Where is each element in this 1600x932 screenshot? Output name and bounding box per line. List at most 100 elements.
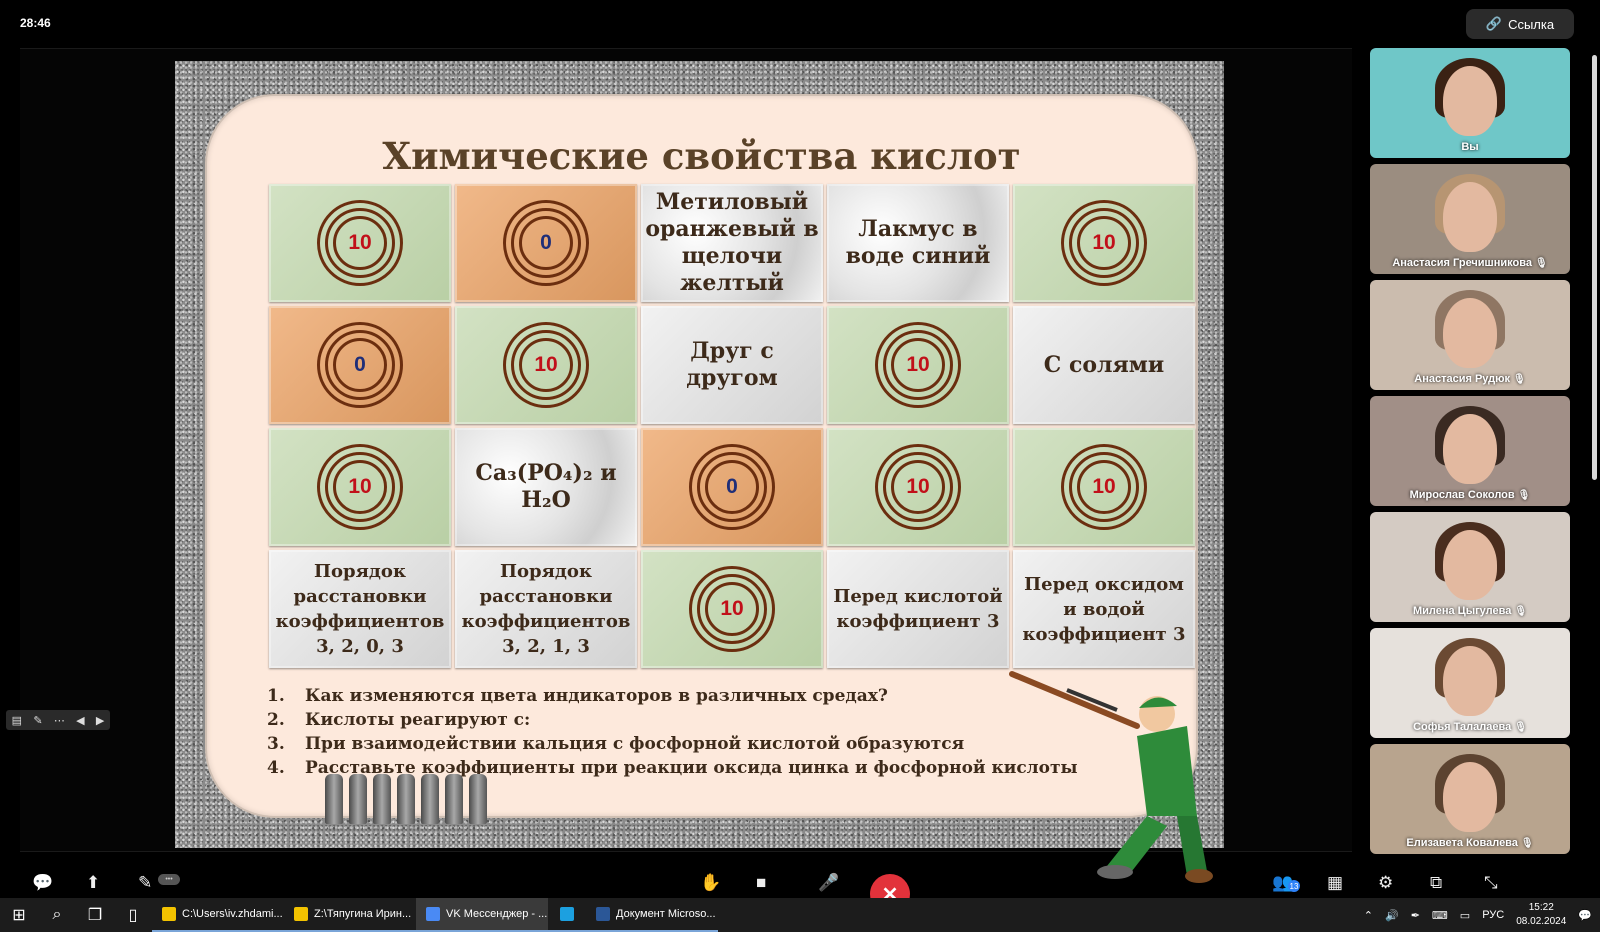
game-cell[interactable]: 0 — [269, 306, 451, 424]
bullet-row — [325, 774, 487, 824]
participant-tile[interactable]: Милена Цыгулева🎙 — [1370, 512, 1570, 622]
game-cell[interactable]: Порядок расстановки коэффициентов 3, 2, … — [269, 550, 451, 668]
cell-score: 10 — [534, 353, 558, 376]
question-item: 4.Расставьте коэффициенты при реакции ок… — [267, 758, 1087, 782]
tray-up-icon[interactable]: ⌃ — [1363, 909, 1373, 922]
question-number: 3. — [267, 734, 285, 754]
call-timer: 28:46 — [20, 16, 51, 30]
game-cell[interactable]: Метиловый оранжевый в щелочи желтый — [641, 184, 823, 302]
question-number: 2. — [267, 710, 285, 730]
game-cell[interactable]: 10 — [641, 550, 823, 668]
minimize-icon[interactable]: ⤡ — [1484, 873, 1498, 892]
game-cell[interactable]: 0 — [455, 184, 637, 302]
prev-slide-icon[interactable]: ◀ — [76, 714, 85, 727]
target-icon: 0 — [689, 444, 775, 530]
draw-icon[interactable]: ✎ — [138, 873, 153, 892]
target-ring-inner: 0 — [519, 216, 573, 270]
game-cell[interactable]: 10 — [1013, 184, 1195, 302]
rifle-scope — [1066, 688, 1118, 712]
task-view-icon: ❐ — [87, 907, 103, 924]
target-ring: 10 — [1069, 452, 1139, 522]
game-cell[interactable]: Ca₃(PO₄)₂ и H₂O — [455, 428, 637, 546]
participant-name-row: Елизавета Ковалева🎙 — [1370, 837, 1570, 849]
participant-tile[interactable]: Анастасия Гречишникова🎙 — [1370, 164, 1570, 274]
participant-tile[interactable]: Вы — [1370, 48, 1570, 158]
pen-hint-badge: ••• — [158, 874, 180, 885]
participant-tile[interactable]: Елизавета Ковалева🎙 — [1370, 744, 1570, 854]
target-icon: 0 — [503, 200, 589, 286]
more-icon[interactable]: ⋯ — [53, 714, 65, 727]
display-icon[interactable]: ▭ — [1459, 909, 1471, 922]
pen-tool-icon[interactable]: ✎ — [33, 714, 43, 727]
taskbar-app[interactable]: Z:\Тяпугина Ирин... — [284, 898, 416, 932]
cast-icon[interactable]: ⧉ — [1430, 873, 1443, 892]
participant-face — [1443, 66, 1497, 136]
game-cell[interactable]: С солями — [1013, 306, 1195, 424]
search-icon: ⌕ — [52, 906, 62, 923]
game-cell[interactable]: Порядок расстановки коэффициентов 3, 2, … — [455, 550, 637, 668]
game-cell[interactable]: 10 — [269, 184, 451, 302]
taskbar-app-label: Z:\Тяпугина Ирин... — [314, 908, 412, 920]
target-ring: 10 — [511, 330, 581, 400]
game-cell[interactable]: Перед оксидом и водой коэффициент 3 — [1013, 550, 1195, 668]
microphone-icon[interactable]: 🎤 — [818, 873, 840, 892]
keyboard-icon[interactable]: ⌨ — [1431, 909, 1448, 922]
target-icon: 10 — [875, 444, 961, 530]
file-button[interactable]: ▯ — [114, 898, 152, 932]
volume-icon[interactable]: 🔊 — [1384, 909, 1399, 922]
participant-tile[interactable]: Мирослав Соколов🎙 — [1370, 396, 1570, 506]
target-ring-inner: 10 — [1077, 216, 1131, 270]
game-cell[interactable]: Лакмус в воде синий — [827, 184, 1009, 302]
game-cell[interactable]: Друг с другом — [641, 306, 823, 424]
settings-icon[interactable]: ⚙ — [1378, 873, 1394, 892]
game-cell[interactable]: 10 — [269, 428, 451, 546]
taskbar-app[interactable] — [548, 898, 586, 932]
taskbar-app[interactable]: C:\Users\iv.zhdami... — [152, 898, 284, 932]
taskbar-app-label: C:\Users\iv.zhdami... — [182, 908, 283, 920]
target-ring-inner: 0 — [705, 460, 759, 514]
raise-hand-icon[interactable]: ✋ — [700, 873, 722, 892]
mic-muted-icon: 🎙 — [1514, 722, 1527, 733]
participants-icon[interactable]: 👥 — [1272, 873, 1294, 892]
bullet-icon — [469, 774, 487, 824]
taskbar-app[interactable]: Документ Microso... — [586, 898, 718, 932]
game-cell[interactable]: 10 — [827, 306, 1009, 424]
sidebar-scrollbar[interactable] — [1592, 55, 1597, 480]
link-icon: 🔗 — [1485, 16, 1503, 31]
game-cell[interactable]: 10 — [1013, 428, 1195, 546]
start-button[interactable]: ⊞ — [0, 898, 38, 932]
participant-face — [1443, 298, 1497, 368]
slide-menu-icon[interactable]: ▤ — [11, 714, 23, 727]
next-slide-icon[interactable]: ▶ — [95, 714, 105, 727]
taskbar-clock[interactable]: 15:22 08.02.2024 — [1516, 901, 1566, 929]
copy-link-label: Ссылка — [1508, 16, 1555, 32]
question-item: 2.Кислоты реагируют с: — [267, 710, 1087, 734]
participant-name-row: Вы — [1370, 141, 1570, 153]
game-cell[interactable]: 10 — [827, 428, 1009, 546]
chat-icon[interactable]: 💬 — [32, 873, 54, 892]
language-indicator[interactable]: РУС — [1482, 909, 1505, 921]
pen-tray-icon[interactable]: ✒ — [1410, 909, 1420, 922]
search-button[interactable]: ⌕ — [38, 898, 76, 932]
camera-icon[interactable]: ■ — [756, 873, 767, 892]
target-ring: 10 — [1069, 208, 1139, 278]
participant-tile[interactable]: Анастасия Рудюк🎙 — [1370, 280, 1570, 390]
target-ring: 0 — [511, 208, 581, 278]
participant-tile[interactable]: Софья Талалаева🎙 — [1370, 628, 1570, 738]
question-number: 1. — [267, 686, 285, 706]
taskbar-app[interactable]: VK Мессенджер - ... — [416, 898, 548, 932]
call-controls: 💬 ⬆ ✎ ✋ ■ 🎤 👥 ▦ ⚙ ⧉ ⤡ — [0, 868, 1600, 898]
participant-name: Елизавета Ковалева — [1406, 837, 1518, 849]
cell-score: 10 — [1092, 231, 1116, 254]
game-cell[interactable]: 10 — [455, 306, 637, 424]
grid-layout-icon[interactable]: ▦ — [1327, 873, 1344, 892]
game-cell[interactable]: 0 — [641, 428, 823, 546]
task-view-button[interactable]: ❐ — [76, 898, 114, 932]
app-icon — [560, 907, 574, 921]
game-cell[interactable]: Перед кислотой коэффициент 3 — [827, 550, 1009, 668]
notification-icon[interactable]: 💬 — [1578, 909, 1592, 922]
share-screen-icon[interactable]: ⬆ — [86, 873, 101, 892]
copy-link-button[interactable]: 🔗 Ссылка — [1466, 9, 1574, 39]
target-ring-inner: 10 — [1077, 460, 1131, 514]
clock-time: 15:22 — [1528, 902, 1554, 913]
